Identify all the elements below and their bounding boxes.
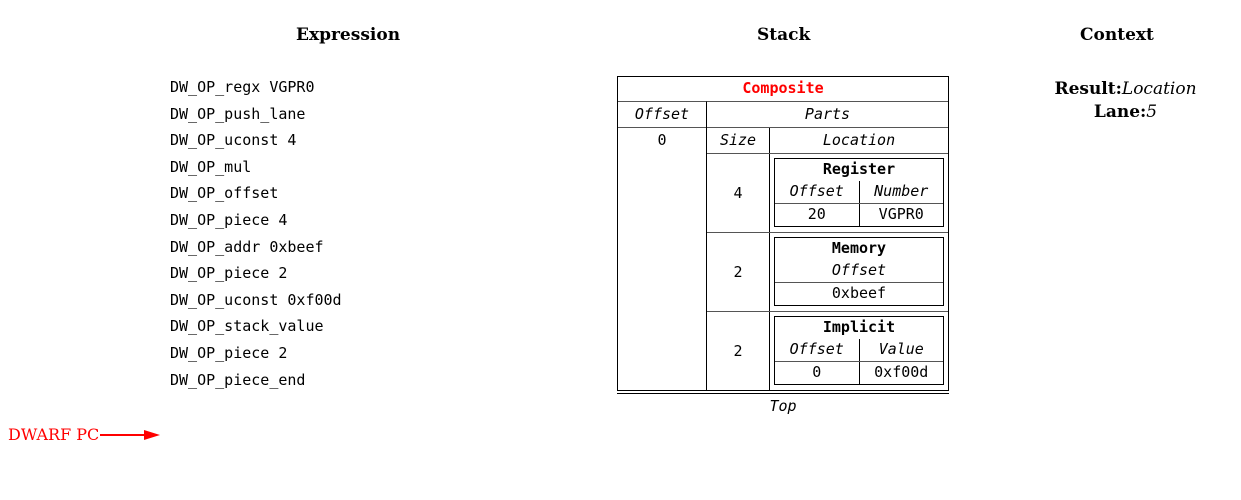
- expression-line: DW_OP_mul: [170, 157, 252, 176]
- part-row: 4 Register Offset Number 20 VGPR0: [707, 153, 948, 232]
- stack-entry-composite: Composite Offset 0 Parts Size Location 4: [617, 76, 949, 391]
- composite-title: Composite: [742, 79, 824, 97]
- dwarf-pc-label: DWARF PC: [8, 425, 100, 444]
- context-key: Lane:: [1093, 102, 1147, 122]
- location-column-header: Location: [769, 128, 948, 153]
- expression-line: DW_OP_piece 2: [170, 264, 288, 283]
- parts-subheader-row: Size Location: [707, 127, 948, 153]
- dwarf-pc-marker: DWARF PC: [8, 425, 161, 444]
- parts-column-header: Parts: [804, 105, 851, 123]
- location-box-memory: Memory Offset 0xbeef: [774, 237, 944, 306]
- location-value-row: 20 VGPR0: [775, 203, 943, 226]
- context-value: Location: [1121, 79, 1197, 99]
- stack-bottom-rule: [617, 393, 949, 394]
- page-title-stack: Stack: [757, 25, 811, 45]
- offset-column-value: 0: [657, 131, 667, 149]
- composite-body: Offset 0 Parts Size Location 4 Register: [618, 101, 948, 390]
- expression-line: DW_OP_piece_end: [170, 370, 306, 389]
- location-field-label: Offset: [831, 261, 887, 279]
- stack-panel: Composite Offset 0 Parts Size Location 4: [617, 76, 949, 415]
- offset-column: Offset 0: [618, 101, 706, 390]
- expression-listing: DW_OP_regx VGPR0 DW_OP_push_lane DW_OP_u…: [170, 74, 342, 393]
- location-field-value: 0xf00d: [858, 362, 944, 384]
- page-title-context: Context: [1080, 25, 1154, 45]
- expression-line: DW_OP_addr 0xbeef: [170, 237, 324, 256]
- expression-line: DW_OP_piece 4: [170, 210, 288, 229]
- stack-top-label: Top: [769, 397, 797, 415]
- size-column-header: Size: [719, 131, 757, 149]
- location-field-label: Number: [858, 181, 944, 203]
- right-arrow-icon: [100, 429, 161, 440]
- location-kind: Register: [822, 160, 896, 178]
- offset-column-header: Offset: [618, 102, 706, 128]
- location-field-row: Offset Number: [775, 181, 943, 203]
- expression-line: DW_OP_offset: [170, 184, 279, 203]
- context-entry-lane: Lane:5: [1010, 101, 1241, 124]
- expression-line: DW_OP_piece 2: [170, 343, 288, 362]
- location-field-value: 0: [812, 363, 822, 381]
- location-field-value: 20: [807, 205, 826, 223]
- expression-line: DW_OP_uconst 4: [170, 131, 297, 150]
- location-kind: Memory: [831, 239, 887, 257]
- location-field-row: Offset Value: [775, 339, 943, 361]
- location-field-label: Offset: [789, 182, 844, 200]
- expression-line: DW_OP_uconst 0xf00d: [170, 290, 342, 309]
- part-size: 2: [733, 263, 743, 281]
- location-value-row: 0xbeef: [775, 282, 943, 305]
- context-entry-result: Result:Location: [1010, 78, 1241, 101]
- part-row: 2 Memory Offset 0xbeef: [707, 232, 948, 311]
- expression-line: DW_OP_push_lane: [170, 104, 306, 123]
- location-field-label: Offset: [789, 340, 844, 358]
- location-field-label: Value: [858, 339, 944, 361]
- part-location: Memory Offset 0xbeef: [769, 233, 948, 311]
- location-value-row: 0 0xf00d: [775, 361, 943, 384]
- location-box-register: Register Offset Number 20 VGPR0: [774, 158, 944, 227]
- part-size: 4: [733, 184, 743, 202]
- expression-line: DW_OP_regx VGPR0: [170, 78, 315, 96]
- location-field-value: VGPR0: [858, 204, 944, 226]
- part-location: Implicit Offset Value 0 0xf00d: [769, 312, 948, 390]
- part-location: Register Offset Number 20 VGPR0: [769, 154, 948, 232]
- context-panel: Result:Location Lane:5: [1010, 78, 1241, 124]
- context-key: Result:: [1054, 79, 1122, 99]
- location-field-value: 0xbeef: [831, 284, 887, 302]
- location-box-implicit: Implicit Offset Value 0 0xf00d: [774, 316, 944, 385]
- page-title-expression: Expression: [296, 25, 401, 45]
- part-size: 2: [733, 342, 743, 360]
- part-row: 2 Implicit Offset Value 0 0xf00d: [707, 311, 948, 390]
- parts-column: Parts Size Location 4 Register Offset Nu…: [706, 101, 948, 390]
- location-kind: Implicit: [822, 318, 896, 336]
- expression-line: DW_OP_stack_value: [170, 317, 324, 336]
- context-value: 5: [1146, 102, 1158, 122]
